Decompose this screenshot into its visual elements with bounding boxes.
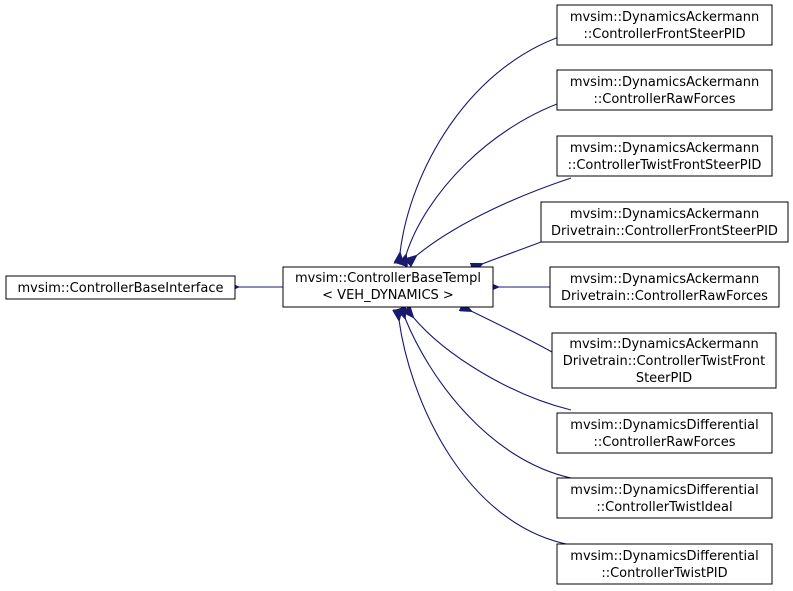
node-base-interface-line-1: mvsim::ControllerBaseInterface (18, 281, 224, 296)
node-diff-raw-forces-line-1: mvsim::DynamicsDifferential (570, 418, 758, 433)
node-ackdt-front-steer-pid-line-1: mvsim::DynamicsAckermann (570, 207, 759, 222)
node-ack-front-steer-pid-line-1: mvsim::DynamicsAckermann (570, 10, 759, 25)
node-diff-twist-pid-line-1: mvsim::DynamicsDifferential (570, 549, 758, 564)
edge-ackdt-twist-front-steer-pid (471, 311, 553, 353)
node-ackdt-raw-forces-line-1: mvsim::DynamicsAckermann (570, 272, 759, 287)
node-base-templ-line-1: mvsim::ControllerBaseTempl (295, 271, 481, 286)
node-ackdt-front-steer-pid-line-2: Drivetrain::ControllerFrontSteerPID (551, 224, 778, 239)
node-diff-twist-pid[interactable]: mvsim::DynamicsDifferential ::Controller… (556, 543, 773, 585)
edge-ackdt-front-steer-pid (482, 241, 542, 264)
node-ackdt-raw-forces[interactable]: mvsim::DynamicsAckermann Drivetrain::Con… (549, 266, 780, 308)
node-ackdt-twist-front-steer-pid-line-2: Drivetrain::ControllerTwistFront (563, 354, 765, 369)
edge-ack-front-steer-pid (400, 32, 572, 253)
edge-diff-twist-pid (399, 320, 572, 546)
node-ack-front-steer-pid[interactable]: mvsim::DynamicsAckermann ::ControllerFro… (556, 4, 773, 46)
node-base-interface[interactable]: mvsim::ControllerBaseInterface (5, 275, 236, 300)
node-ackdt-twist-front-steer-pid[interactable]: mvsim::DynamicsAckermann Drivetrain::Con… (551, 332, 777, 389)
node-diff-raw-forces-line-2: ::ControllerRawForces (594, 435, 736, 450)
node-diff-raw-forces[interactable]: mvsim::DynamicsDifferential ::Controller… (556, 412, 773, 454)
node-ackdt-twist-front-steer-pid-line-1: mvsim::DynamicsAckermann (569, 337, 758, 352)
edge-diff-twist-ideal (405, 318, 572, 479)
node-diff-twist-ideal-line-2: ::ControllerTwistIdeal (596, 500, 732, 515)
node-diff-twist-ideal-line-1: mvsim::DynamicsDifferential (570, 483, 758, 498)
edge-ack-raw-forces (406, 98, 572, 255)
node-ackdt-twist-front-steer-pid-line-3: SteerPID (636, 371, 692, 386)
node-ack-twist-front-steer-pid-line-2: ::ControllerTwistFrontSteerPID (568, 158, 762, 173)
node-base-templ-line-2: < VEH_DYNAMICS > (322, 288, 454, 303)
edge-ack-twist-front-steer-pid (416, 177, 572, 256)
node-ack-raw-forces[interactable]: mvsim::DynamicsAckermann ::ControllerRaw… (556, 69, 773, 111)
node-ack-raw-forces-line-1: mvsim::DynamicsAckermann (570, 75, 759, 90)
node-diff-twist-ideal[interactable]: mvsim::DynamicsDifferential ::Controller… (556, 477, 773, 519)
node-ackdt-raw-forces-line-2: Drivetrain::ControllerRawForces (561, 289, 768, 304)
node-ack-twist-front-steer-pid-line-1: mvsim::DynamicsAckermann (570, 141, 759, 156)
node-diff-twist-pid-line-2: ::ControllerTwistPID (601, 566, 727, 581)
node-base-templ[interactable]: mvsim::ControllerBaseTempl < VEH_DYNAMIC… (282, 266, 494, 308)
node-ack-twist-front-steer-pid[interactable]: mvsim::DynamicsAckermann ::ControllerTwi… (556, 135, 773, 177)
node-ack-raw-forces-line-2: ::ControllerRawForces (594, 92, 736, 107)
node-ack-front-steer-pid-line-2: ::ControllerFrontSteerPID (584, 27, 746, 42)
node-ackdt-front-steer-pid[interactable]: mvsim::DynamicsAckermann Drivetrain::Con… (540, 201, 789, 243)
edge-diff-raw-forces (413, 317, 572, 411)
